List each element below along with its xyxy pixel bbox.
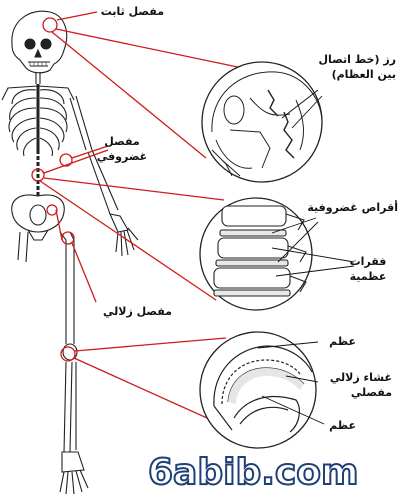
marker-cartilage-2 <box>31 168 45 182</box>
label-cartilage-discs: أقراص غضروفية <box>307 201 398 214</box>
label-synovial-membrane: غشاء زلالي مفصلي <box>329 371 392 399</box>
detail-skull-suture <box>201 61 323 183</box>
label-fixed-joint: مفصل ثابت <box>100 5 164 18</box>
ribcage <box>8 84 68 157</box>
label-bone-lower: عظم <box>329 419 356 432</box>
marker-fixed-joint <box>42 17 58 33</box>
marker-synovial-knee <box>60 346 76 362</box>
label-vertebrae: فقرات عظمية <box>349 255 387 283</box>
foot <box>59 451 89 495</box>
label-suture: رز (خط اتصال بين العظام) <box>318 53 396 81</box>
skull <box>11 10 68 74</box>
marker-hip <box>46 204 58 216</box>
label-synovial-joint: مفصل زلالي <box>103 305 172 318</box>
label-cartilaginous-joint: مفصل غضروفي <box>96 135 148 163</box>
marker-synovial-hip <box>61 231 75 245</box>
right-hand <box>109 213 139 257</box>
skeleton-figure <box>1 10 139 495</box>
watermark-logo: 6abib.com <box>147 451 359 494</box>
pelvis <box>11 194 65 241</box>
detail-synovial-joint <box>199 331 325 449</box>
detail-vertebrae <box>199 197 355 311</box>
marker-cartilage-1 <box>59 153 73 167</box>
label-bone-upper: عظم <box>329 335 356 348</box>
